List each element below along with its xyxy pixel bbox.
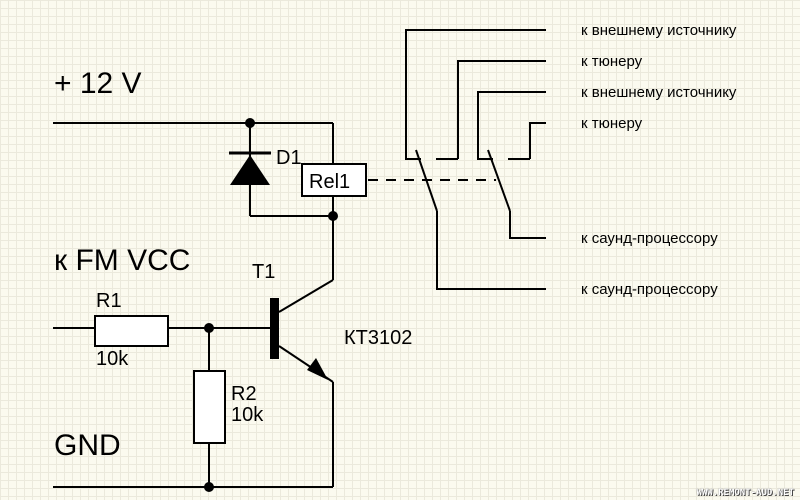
watermark: WWW.REMONT-AUD.NET (696, 488, 794, 498)
r2-ref-label: R2 (231, 383, 257, 405)
r1-value-label: 10k (96, 348, 129, 370)
transistor-t1 (270, 279, 334, 487)
relay-switch-1 (405, 29, 546, 290)
fm-vcc-label: к FM VCC (54, 244, 190, 277)
connection-label: к тюнеру (581, 53, 643, 70)
relay-ref-label: Rel1 (309, 171, 350, 193)
resistor-r1 (94, 315, 169, 347)
relay-coil (301, 163, 367, 197)
relay-switch-2 (477, 91, 546, 239)
connection-label: к внешнему источнику (581, 84, 737, 101)
connection-label: к тюнеру (581, 115, 643, 132)
connection-label: к саунд-процессору (581, 281, 718, 298)
connection-label: к саунд-процессору (581, 230, 718, 247)
r2-value-label: 10k (231, 404, 264, 426)
resistor-r2 (193, 370, 226, 444)
junction-dot-relay (328, 211, 338, 221)
junction-dot-ground (204, 482, 214, 492)
r1-ref-label: R1 (96, 290, 122, 312)
connection-label: к внешнему источнику (581, 22, 737, 39)
diode-ref-label: D1 (276, 147, 302, 169)
supply-label: + 12 V (54, 67, 142, 100)
diode-d1 (229, 123, 333, 217)
transistor-part-label: КТ3102 (344, 327, 412, 349)
gnd-label: GND (54, 429, 121, 462)
transistor-ref-label: T1 (252, 261, 275, 283)
